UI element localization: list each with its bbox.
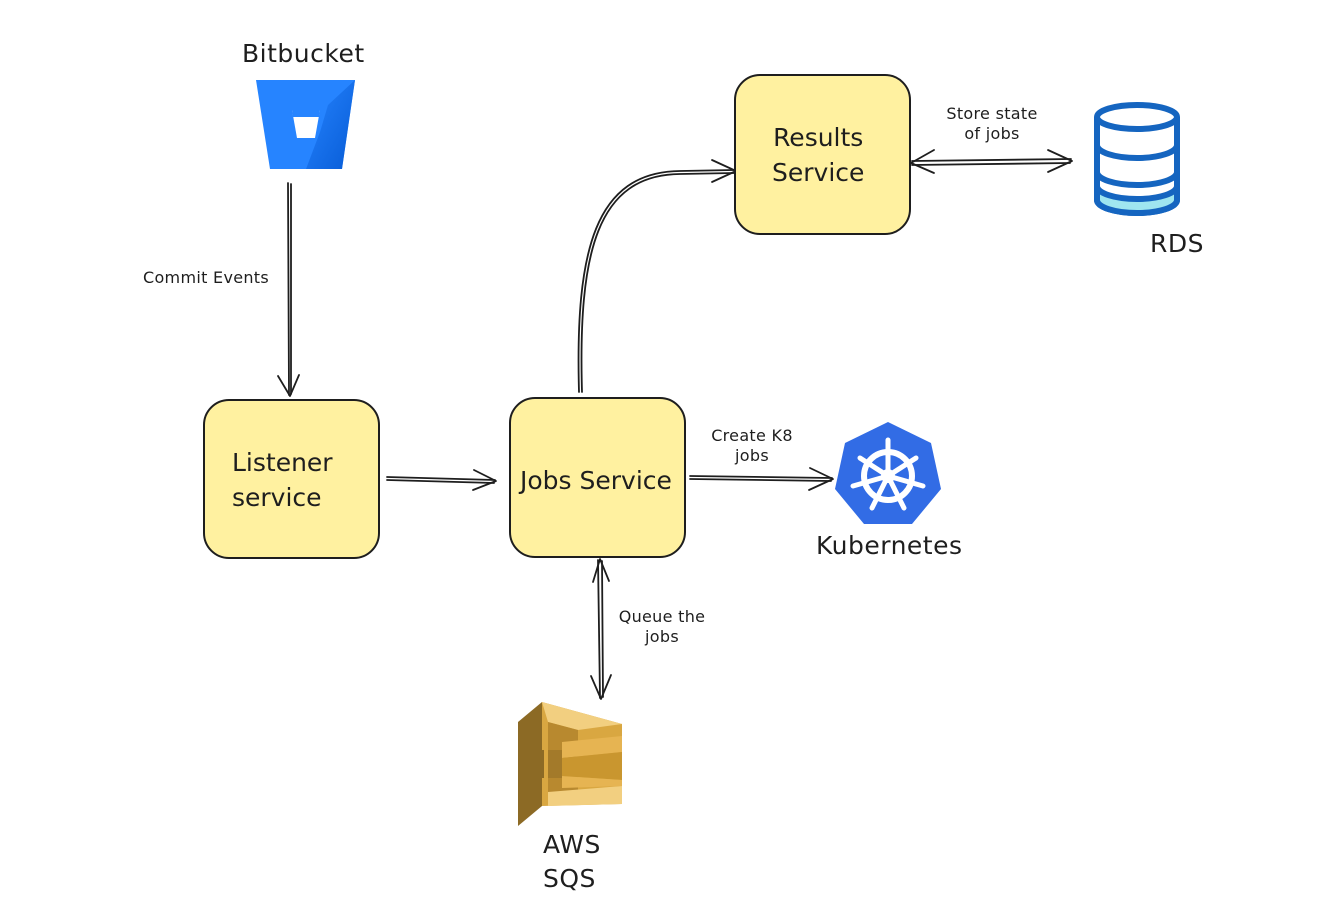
edge-label-store-state: Store state of jobs <box>946 104 1038 143</box>
edge-jobs-to-results <box>577 159 737 393</box>
edge-label-commit-events: Commit Events <box>143 268 270 287</box>
results-service-node[interactable]: Results Service <box>734 74 911 235</box>
edge-jobs-to-kubernetes <box>689 467 834 491</box>
edge-label-create-k8: Create K8 jobs <box>711 426 793 465</box>
kubernetes-icon <box>835 422 941 524</box>
aws-sqs-icon <box>518 702 622 826</box>
database-icon <box>1094 102 1180 216</box>
edge-label-queue-jobs: Queue the jobs <box>618 607 706 646</box>
aws-sqs-label: AWS SQS <box>543 830 601 893</box>
jobs-service-label: Jobs Service <box>520 466 672 495</box>
listener-service-node[interactable]: Listener service <box>203 399 380 559</box>
edge-listener-to-jobs <box>386 469 497 491</box>
edge-bitbucket-to-listener <box>277 182 300 397</box>
bitbucket-label: Bitbucket <box>242 39 365 68</box>
results-service-label: Results Service <box>772 123 865 187</box>
kubernetes-label: Kubernetes <box>816 531 963 560</box>
bitbucket-icon <box>256 80 355 169</box>
edge-results-rds <box>910 149 1073 174</box>
rds-label: RDS <box>1150 229 1204 258</box>
jobs-service-node[interactable]: Jobs Service <box>509 397 686 558</box>
listener-service-label: Listener service <box>232 448 333 512</box>
edge-jobs-sqs <box>590 558 612 700</box>
